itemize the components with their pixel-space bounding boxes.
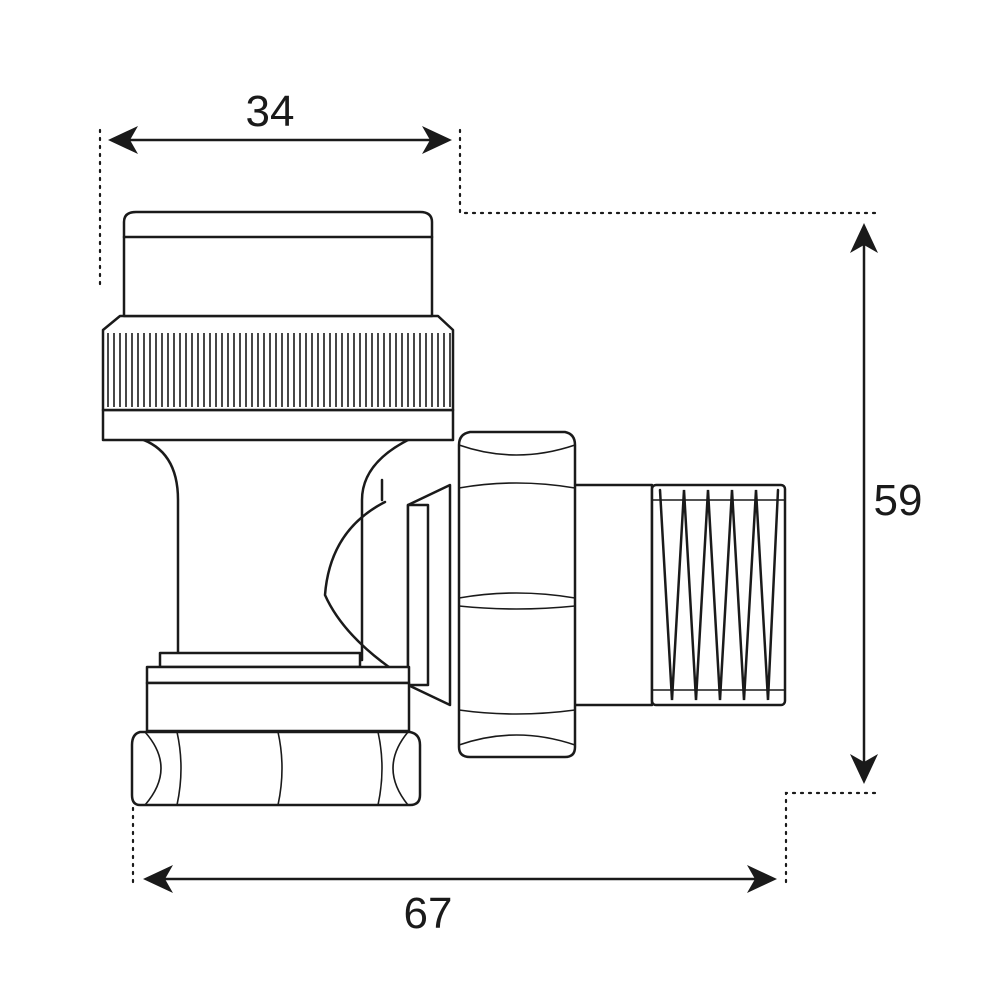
thread-zigzag [658,488,780,701]
right-hex-nut [457,430,577,759]
arrow-head-up [850,223,878,253]
top-cap [122,210,434,318]
arrow-head-right [747,865,777,893]
knurled-ring [101,314,455,442]
arrow-head-left [108,126,138,154]
dimension-label-67: 67 [404,889,453,938]
dimension-label-59: 59 [874,476,923,525]
valve-body [101,210,787,807]
dimension-label-34: 34 [246,87,295,136]
valve-stem-body [136,436,414,662]
bottom-hex-nut [130,730,422,807]
dimension-top-width: 34 [98,87,877,292]
knurling-lines [107,333,451,407]
tailpiece [568,483,787,707]
arrow-head-right [422,126,452,154]
arrow-head-left [143,865,173,893]
dimension-right-height: 59 [784,223,923,887]
arrow-head-down [850,754,878,784]
dimension-bottom-width: 67 [131,806,777,938]
